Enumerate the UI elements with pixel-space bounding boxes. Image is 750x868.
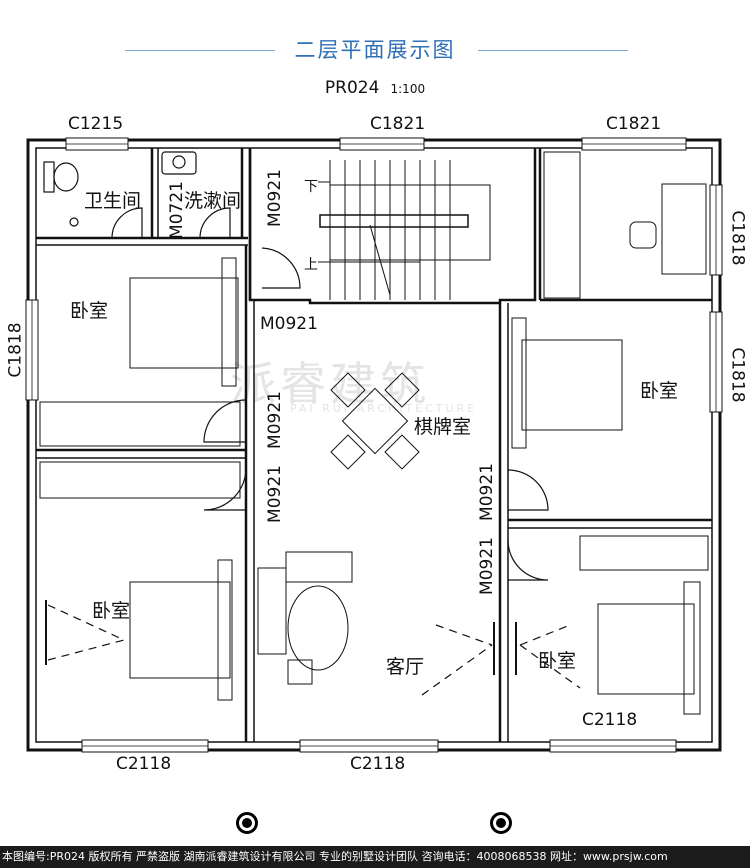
outer-wall: [26, 138, 722, 752]
stair-up-label: 上: [304, 257, 318, 273]
footer-text: 本图编号:PR024 版权所有 严禁盗版 湖南派睿建筑设计有限公司 专业的别墅设…: [2, 850, 668, 863]
window-label-right-lower: C1818: [727, 347, 748, 403]
door-label-bed-w: M0921: [264, 391, 285, 449]
window-label-bottom-right: C2118: [582, 710, 638, 730]
plan-scale: 1:100: [390, 82, 426, 96]
window-label-top-middle: C1821: [370, 114, 426, 134]
room-label-bedroom-nw: 卧室: [70, 300, 109, 322]
room-label-bedroom-e: 卧室: [640, 380, 679, 402]
axis-marker-left: [236, 812, 258, 834]
plan-code: PR024 1:100: [0, 78, 750, 98]
door-label-wash: M0921: [264, 169, 285, 227]
title-rule-right: [478, 50, 628, 51]
window-label-top-left: C1215: [68, 114, 124, 134]
window-label-left: C1818: [5, 322, 26, 378]
watermark: 派睿建筑: [230, 357, 430, 411]
plan-id: PR024: [324, 78, 380, 98]
room-label-bedroom-sw: 卧室: [92, 600, 131, 622]
axis-marker-right: [490, 812, 512, 834]
stair-down-label: 下: [304, 179, 318, 195]
title-rule-left: [125, 50, 275, 51]
room-label-bathroom: 卫生间: [84, 190, 142, 212]
window-label-bottom-left: C2118: [116, 754, 172, 774]
page-title: 二层平面展示图: [294, 38, 456, 62]
room-label-living: 客厅: [386, 656, 425, 678]
room-label-chess: 棋牌室: [414, 416, 472, 438]
footer-bar: 本图编号:PR024 版权所有 严禁盗版 湖南派睿建筑设计有限公司 专业的别墅设…: [0, 846, 750, 868]
room-label-washroom: 洗漱间: [184, 190, 242, 212]
room-label-bedroom-se: 卧室: [538, 650, 577, 672]
window-label-top-right: C1821: [606, 114, 662, 134]
door-label-bed-e: M0921: [476, 463, 497, 521]
door-label-bed-se: M0921: [476, 537, 497, 595]
door-label-bed-nw: M0921: [260, 314, 318, 334]
watermark-sub: PAI RUI ARCHITECTURE: [290, 402, 478, 415]
window-label-bottom-middle: C2118: [350, 754, 406, 774]
door-label-bed-sw: M0921: [264, 465, 285, 523]
window-label-right-upper: C1818: [727, 210, 748, 266]
